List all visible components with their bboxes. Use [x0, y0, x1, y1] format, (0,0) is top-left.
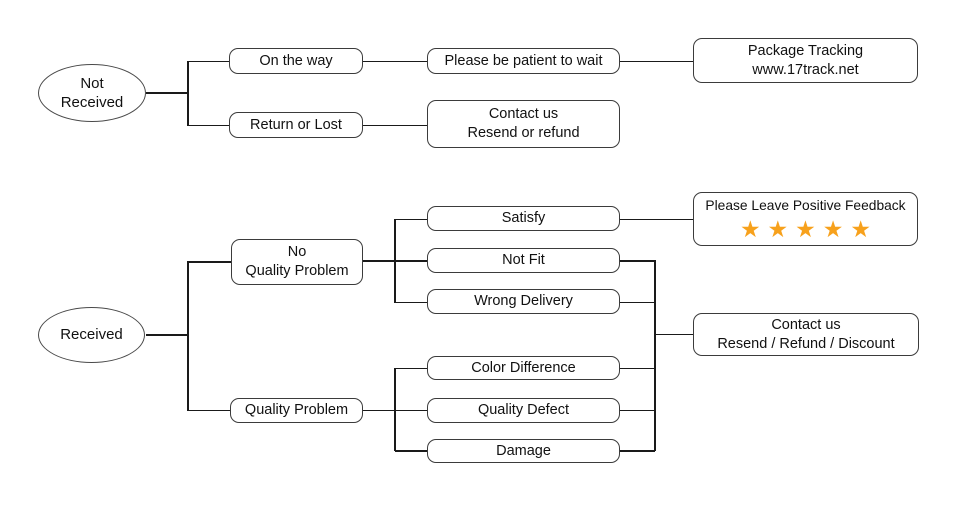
node-label: Quality Problem [245, 263, 349, 279]
connector-line [188, 261, 231, 263]
connector-line [654, 260, 656, 452]
node-no-quality-problem: No Quality Problem [231, 239, 363, 285]
node-please-be-patient: Please be patient to wait [427, 48, 620, 74]
node-label: Received [60, 94, 124, 111]
node-color-difference: Color Difference [427, 356, 620, 380]
node-label: Contact us [771, 316, 841, 333]
connector-line [395, 367, 427, 369]
node-label: Not [80, 74, 104, 92]
connector-line [187, 261, 189, 411]
node-positive-feedback: Please Leave Positive Feedback ★★★★★ [693, 192, 918, 246]
connector-line [187, 60, 189, 126]
node-return-or-lost: Return or Lost [229, 112, 363, 138]
node-quality-problem: Quality Problem [230, 398, 363, 423]
node-label: No [287, 244, 307, 261]
connector-line [620, 60, 693, 62]
node-label: Resend / Refund / Discount [717, 335, 895, 352]
connector-line [188, 124, 229, 126]
connector-line [394, 218, 396, 303]
connector-line [620, 301, 655, 303]
node-not-received: Not Received [38, 64, 146, 122]
connector-line [620, 367, 655, 369]
node-label: Package Tracking [747, 42, 864, 59]
connector-line [188, 409, 230, 411]
connector-line [395, 301, 427, 303]
node-damage: Damage [427, 439, 620, 463]
node-contact-discount: Contact us Resend / Refund / Discount [693, 313, 919, 356]
node-received: Received [38, 307, 145, 363]
connector-line [146, 92, 188, 94]
node-contact-resend-refund: Contact us Resend or refund [427, 100, 620, 148]
node-on-the-way: On the way [229, 48, 363, 74]
connector-line [394, 367, 396, 451]
connector-line [188, 60, 229, 62]
node-wrong-delivery: Wrong Delivery [427, 289, 620, 314]
connector-line [363, 124, 427, 126]
connector-line [395, 218, 427, 220]
connector-line [620, 260, 655, 262]
node-label: Resend or refund [467, 125, 580, 141]
node-package-tracking: Package Tracking www.17track.net [693, 38, 918, 83]
connector-line [620, 218, 693, 220]
node-not-fit: Not Fit [427, 248, 620, 273]
connector-line [363, 60, 427, 62]
node-label: Please Leave Positive Feedback [705, 198, 906, 214]
connector-line [655, 333, 693, 335]
connector-line [620, 450, 655, 452]
star-rating-icon: ★★★★★ [739, 215, 879, 242]
node-quality-defect: Quality Defect [427, 398, 620, 423]
tracking-url: www.17track.net [752, 61, 859, 78]
connector-line [146, 334, 188, 336]
node-satisfy: Satisfy [427, 206, 620, 231]
connector-line [620, 409, 655, 411]
connector-line [395, 450, 427, 452]
node-label: Contact us [488, 106, 559, 123]
